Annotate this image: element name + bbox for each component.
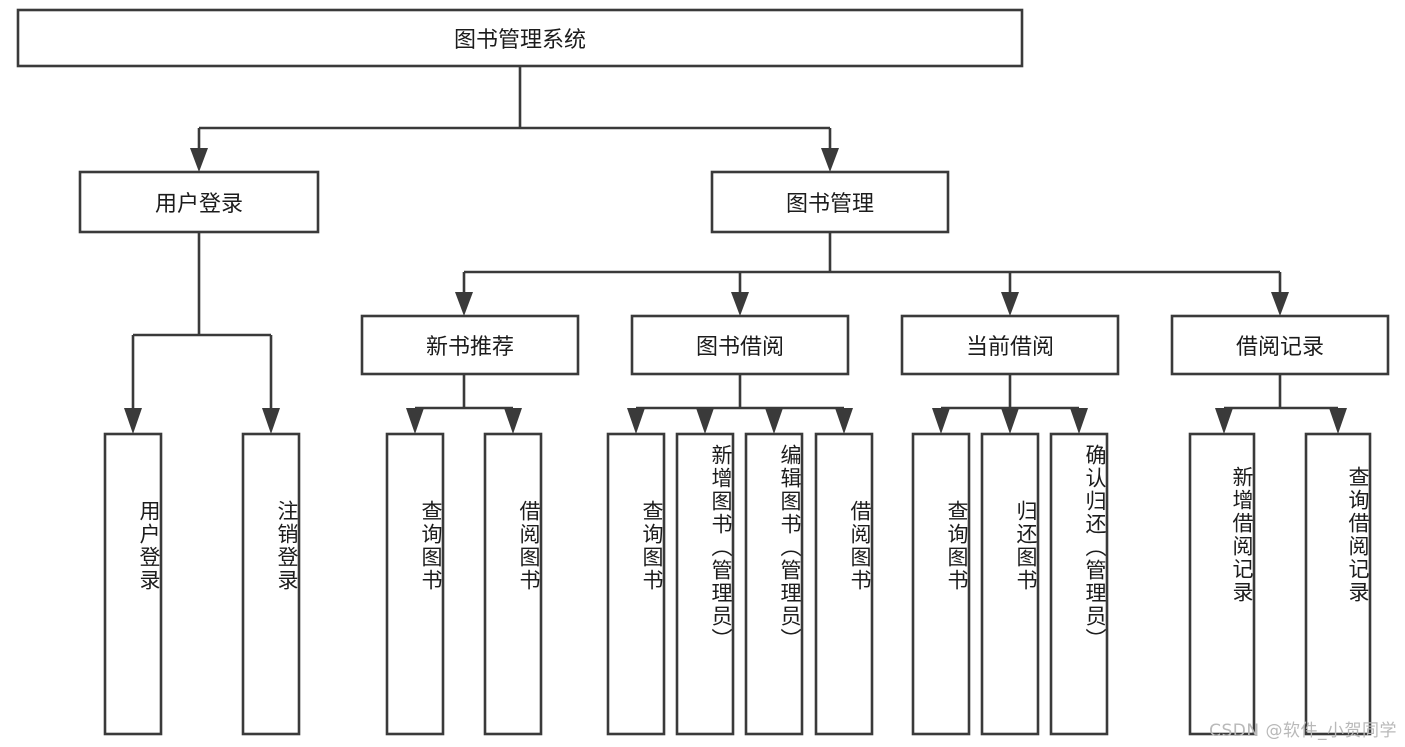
- connector-group-new-book-children: [406, 374, 522, 434]
- node-box-leaf-book-borrow-3[interactable]: [744, 432, 804, 736]
- node-box-leaf-borrow-record-2[interactable]: [1304, 432, 1372, 736]
- node-box-leaf-borrow-record-1[interactable]: [1188, 432, 1256, 736]
- arrow-head-leaf-borrow-record-2: [1329, 408, 1347, 434]
- node-box-current-borrow[interactable]: [900, 314, 1120, 376]
- arrow-head-leaf-new-book-1: [406, 408, 424, 434]
- connector-group-root-to-level2: [190, 66, 839, 172]
- connector-group-current-borrow-children: [932, 374, 1088, 434]
- node-box-borrow-record[interactable]: [1170, 314, 1390, 376]
- connector-group-user-login-children: [124, 232, 280, 434]
- arrow-head-leaf-current-borrow-3: [1070, 408, 1088, 434]
- arrow-head-borrow-record: [1271, 292, 1289, 316]
- arrow-head-leaf-user-login-1: [124, 408, 142, 434]
- node-box-leaf-book-borrow-4[interactable]: [814, 432, 874, 736]
- arrow-head-leaf-current-borrow-1: [932, 408, 950, 434]
- node-box-leaf-book-borrow-1[interactable]: [606, 432, 666, 736]
- arrow-head-leaf-user-login-2: [262, 408, 280, 434]
- arrow-head-book-manage: [821, 148, 839, 172]
- node-box-leaf-user-login-2[interactable]: [241, 432, 301, 736]
- connector-group-book-borrow-children: [627, 374, 853, 434]
- node-box-leaf-current-borrow-3[interactable]: [1049, 432, 1109, 736]
- arrow-head-leaf-borrow-record-1: [1215, 408, 1233, 434]
- arrow-head-new-book: [455, 292, 473, 316]
- connector-group-book-manage-to-level3: [455, 232, 1289, 316]
- node-box-user-login[interactable]: [78, 170, 320, 234]
- arrow-head-leaf-book-borrow-1: [627, 408, 645, 434]
- node-box-leaf-book-borrow-2[interactable]: [675, 432, 735, 736]
- node-box-leaf-current-borrow-1[interactable]: [911, 432, 971, 736]
- arrow-head-leaf-new-book-2: [504, 408, 522, 434]
- node-box-leaf-user-login-1[interactable]: [103, 432, 163, 736]
- node-box-root[interactable]: [16, 8, 1024, 68]
- arrow-head-book-borrow: [731, 292, 749, 316]
- arrow-head-user-login: [190, 148, 208, 172]
- arrow-head-leaf-current-borrow-2: [1001, 408, 1019, 434]
- arrow-head-leaf-book-borrow-3: [765, 408, 783, 434]
- node-box-book-manage[interactable]: [710, 170, 950, 234]
- node-box-book-borrow[interactable]: [630, 314, 850, 376]
- connector-group-borrow-record-children: [1215, 374, 1347, 434]
- arrow-head-leaf-book-borrow-4: [835, 408, 853, 434]
- arrow-head-current-borrow: [1001, 292, 1019, 316]
- node-box-leaf-new-book-2[interactable]: [483, 432, 543, 736]
- node-box-leaf-current-borrow-2[interactable]: [980, 432, 1040, 736]
- node-box-new-book-recommend[interactable]: [360, 314, 580, 376]
- node-box-leaf-new-book-1[interactable]: [385, 432, 445, 736]
- arrow-head-leaf-book-borrow-2: [696, 408, 714, 434]
